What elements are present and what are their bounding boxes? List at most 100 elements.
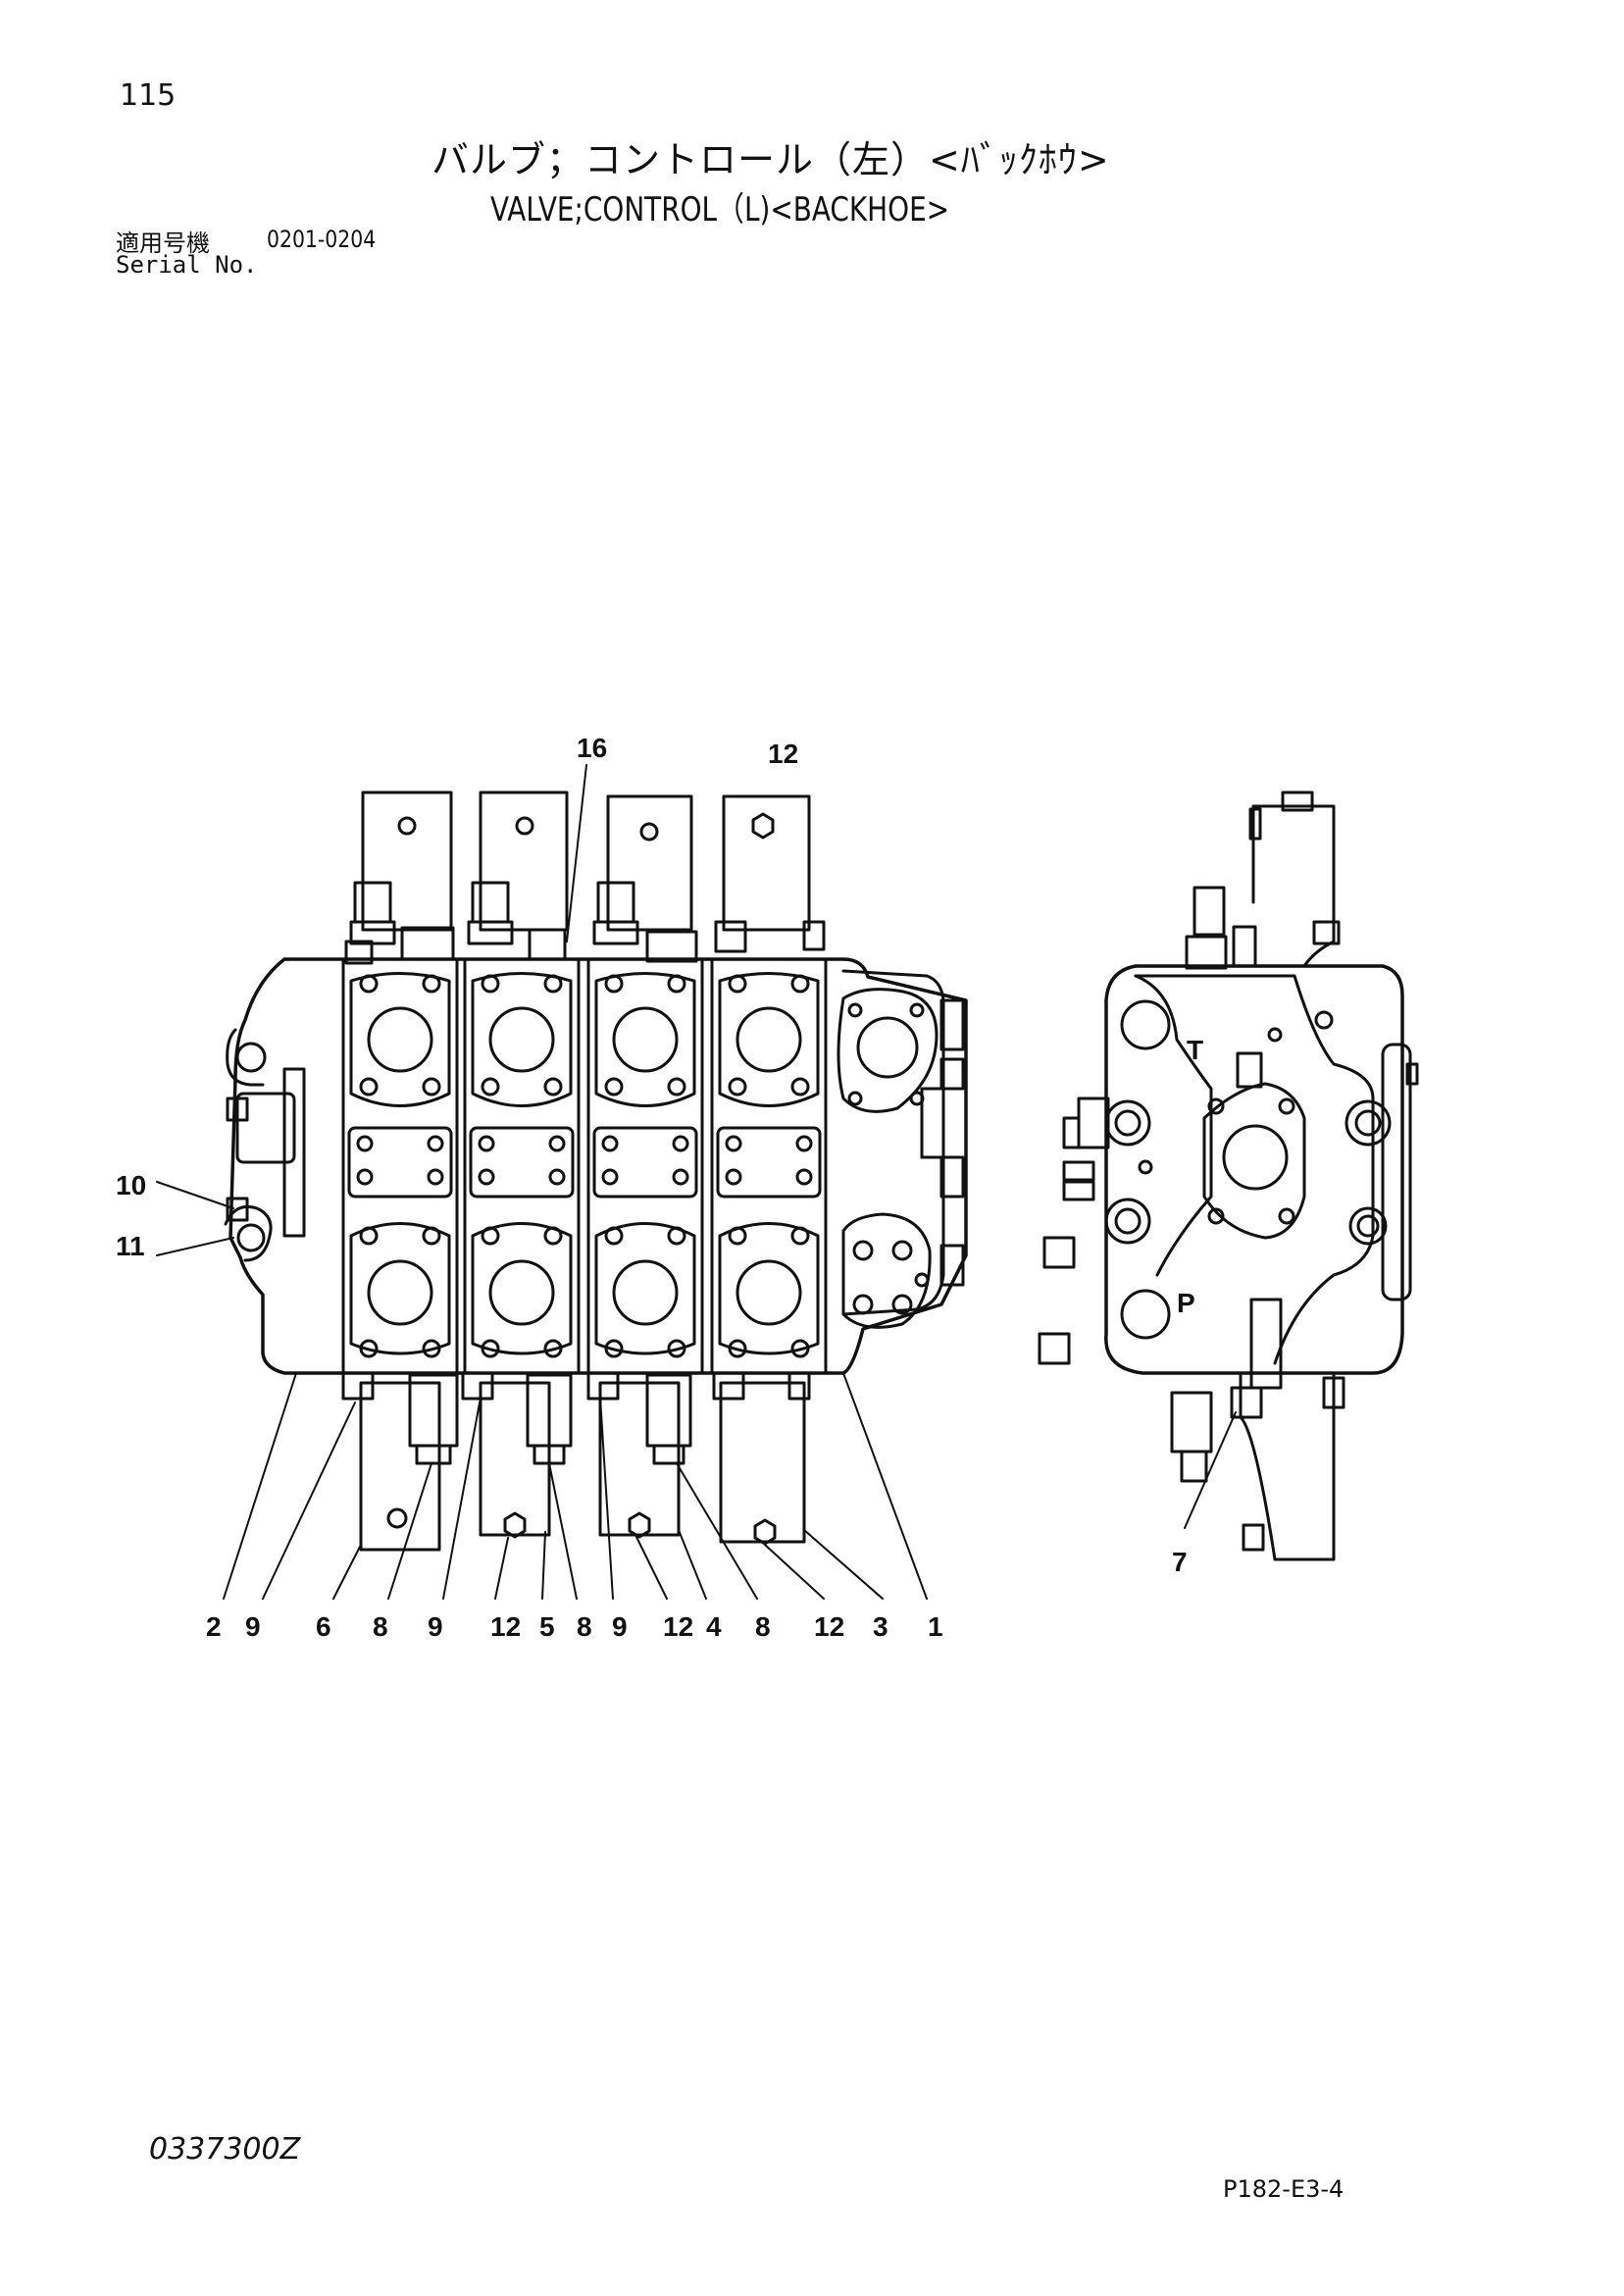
bolt-hole	[478, 1135, 495, 1152]
serial-range: 0201-0204	[267, 226, 377, 253]
spool-middle-plate	[469, 1126, 575, 1199]
bolt-hole	[543, 1226, 563, 1246]
callout-bottom-8: 8	[373, 1611, 388, 1642]
bolt-hole	[359, 1077, 379, 1097]
bolt-hole	[728, 1339, 747, 1358]
spool-lower-port	[736, 1259, 802, 1326]
spool-lower-port	[488, 1259, 555, 1326]
bolt-hole	[481, 1226, 500, 1246]
callout-bottom-3: 3	[873, 1611, 888, 1642]
bolt-hole	[543, 1077, 563, 1097]
callout-bottom-6: 6	[316, 1611, 331, 1642]
bolt-hole	[728, 974, 747, 994]
bolt-hole	[604, 1077, 624, 1097]
bolt-hole	[604, 974, 624, 994]
callout-bottom-8: 8	[577, 1611, 592, 1642]
bolt-hole	[604, 1339, 624, 1358]
bolt-hole	[728, 1226, 747, 1246]
spool-section	[341, 957, 459, 1375]
callout-bottom-9: 9	[428, 1611, 443, 1642]
bolt-hole	[795, 1135, 813, 1152]
bolt-hole	[481, 974, 500, 994]
port-mark-p: P	[1177, 1288, 1195, 1318]
bolt-hole	[601, 1168, 619, 1186]
spool-upper-flange	[349, 972, 451, 1107]
callout-bottom-12: 12	[490, 1611, 521, 1642]
spool-upper-port	[488, 1006, 555, 1073]
serial-label-english: Serial No.	[116, 251, 258, 279]
bolt-hole	[790, 974, 810, 994]
bolt-hole	[790, 1226, 810, 1246]
bolt-hole	[359, 974, 379, 994]
bolt-hole	[667, 974, 686, 994]
spool-middle-plate	[347, 1126, 453, 1199]
page-number: 115	[120, 78, 177, 113]
bolt-hole	[601, 1135, 619, 1152]
bolt-hole	[790, 1077, 810, 1097]
callout-bottom-8: 8	[755, 1611, 771, 1642]
callout-bottom-9: 9	[245, 1611, 261, 1642]
callout-12-top: 12	[768, 739, 798, 769]
callout-bottom-12: 12	[814, 1611, 844, 1642]
callout-bottom-12: 12	[663, 1611, 693, 1642]
bolt-hole	[427, 1135, 444, 1152]
callout-11: 11	[116, 1231, 145, 1261]
bolt-hole	[795, 1168, 813, 1186]
callout-bottom-1: 1	[928, 1611, 943, 1642]
spool-upper-port	[367, 1006, 433, 1073]
callout-7: 7	[1172, 1547, 1188, 1577]
bolt-hole	[672, 1168, 689, 1186]
bolt-hole	[725, 1135, 742, 1152]
callout-16: 16	[577, 733, 607, 763]
spool-lower-port	[612, 1259, 679, 1326]
bolt-hole	[359, 1226, 379, 1246]
spool-lower-port	[367, 1259, 433, 1326]
spool-upper-flange	[718, 972, 820, 1107]
bolt-hole	[604, 1226, 624, 1246]
bolt-hole	[427, 1168, 444, 1186]
bolt-hole	[790, 1339, 810, 1358]
bolt-hole	[422, 1077, 441, 1097]
leader-lines	[156, 764, 1237, 1600]
bolt-hole	[481, 1077, 500, 1097]
spool-middle-plate	[592, 1126, 698, 1199]
bolt-hole	[356, 1135, 374, 1152]
bolt-hole	[422, 974, 441, 994]
side-view	[1038, 791, 1419, 1561]
bolt-hole	[728, 1077, 747, 1097]
bolt-hole	[548, 1168, 566, 1186]
bolt-hole	[548, 1135, 566, 1152]
spool-upper-flange	[471, 972, 573, 1107]
spool-section	[710, 957, 828, 1375]
bolt-hole	[422, 1226, 441, 1246]
bolt-hole	[359, 1339, 379, 1358]
bolt-hole	[422, 1339, 441, 1358]
title-english: VALVE;CONTROL（L)<BACKHOE>	[490, 190, 950, 230]
spool-upper-flange	[594, 972, 696, 1107]
serial-label-japanese: 適用号機	[116, 230, 210, 257]
bolt-hole	[543, 974, 563, 994]
callout-bottom-9: 9	[612, 1611, 628, 1642]
spool-section	[586, 957, 704, 1375]
bolt-hole	[478, 1168, 495, 1186]
bolt-hole	[667, 1339, 686, 1358]
callout-bottom-4: 4	[706, 1611, 722, 1642]
bolt-hole	[672, 1135, 689, 1152]
callout-10: 10	[116, 1170, 146, 1200]
bolt-hole	[356, 1168, 374, 1186]
spool-upper-port	[612, 1006, 679, 1073]
front-view	[224, 791, 968, 1552]
title-japanese: バルブ；コントロール（左）<ﾊﾞｯｸﾎｳ>	[431, 138, 1110, 181]
port-mark-t: T	[1187, 1035, 1203, 1065]
bolt-hole	[543, 1339, 563, 1358]
callout-bottom-5: 5	[539, 1611, 555, 1642]
bolt-hole	[667, 1226, 686, 1246]
figure-code: P182-E3-4	[1223, 2175, 1345, 2203]
spool-middle-plate	[716, 1126, 822, 1199]
callout-bottom-2: 2	[206, 1611, 222, 1642]
document-code: 0337300Z	[149, 2132, 301, 2167]
spool-section	[463, 957, 581, 1375]
bolt-hole	[725, 1168, 742, 1186]
